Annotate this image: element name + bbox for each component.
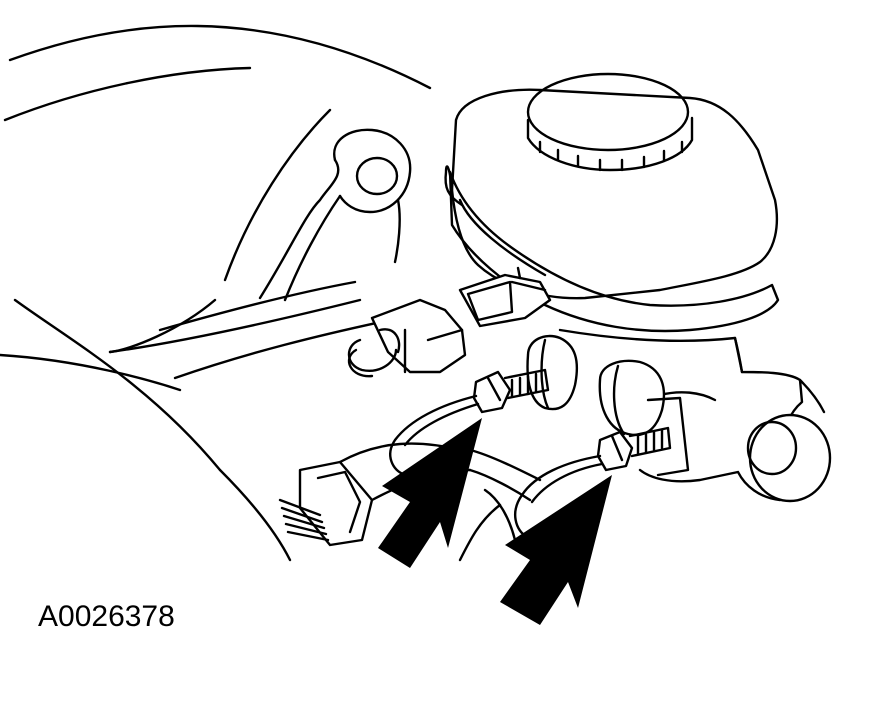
figure-id-label: A0026378 bbox=[38, 600, 175, 633]
arrow-icon bbox=[378, 418, 482, 568]
booster-outline bbox=[0, 24, 432, 562]
callout-arrows bbox=[378, 418, 612, 625]
brake-line-fitting-1 bbox=[389, 368, 550, 477]
mounting-bracket bbox=[258, 128, 412, 302]
master-cylinder-body bbox=[558, 328, 832, 503]
reservoir-cap bbox=[526, 72, 694, 172]
arrow-icon bbox=[500, 475, 612, 625]
brake-line-fitting-2 bbox=[514, 426, 672, 540]
harness-connector bbox=[278, 442, 472, 547]
sensor-connector bbox=[347, 266, 552, 378]
port-block-2 bbox=[598, 359, 690, 477]
wiring-harness bbox=[458, 448, 542, 562]
